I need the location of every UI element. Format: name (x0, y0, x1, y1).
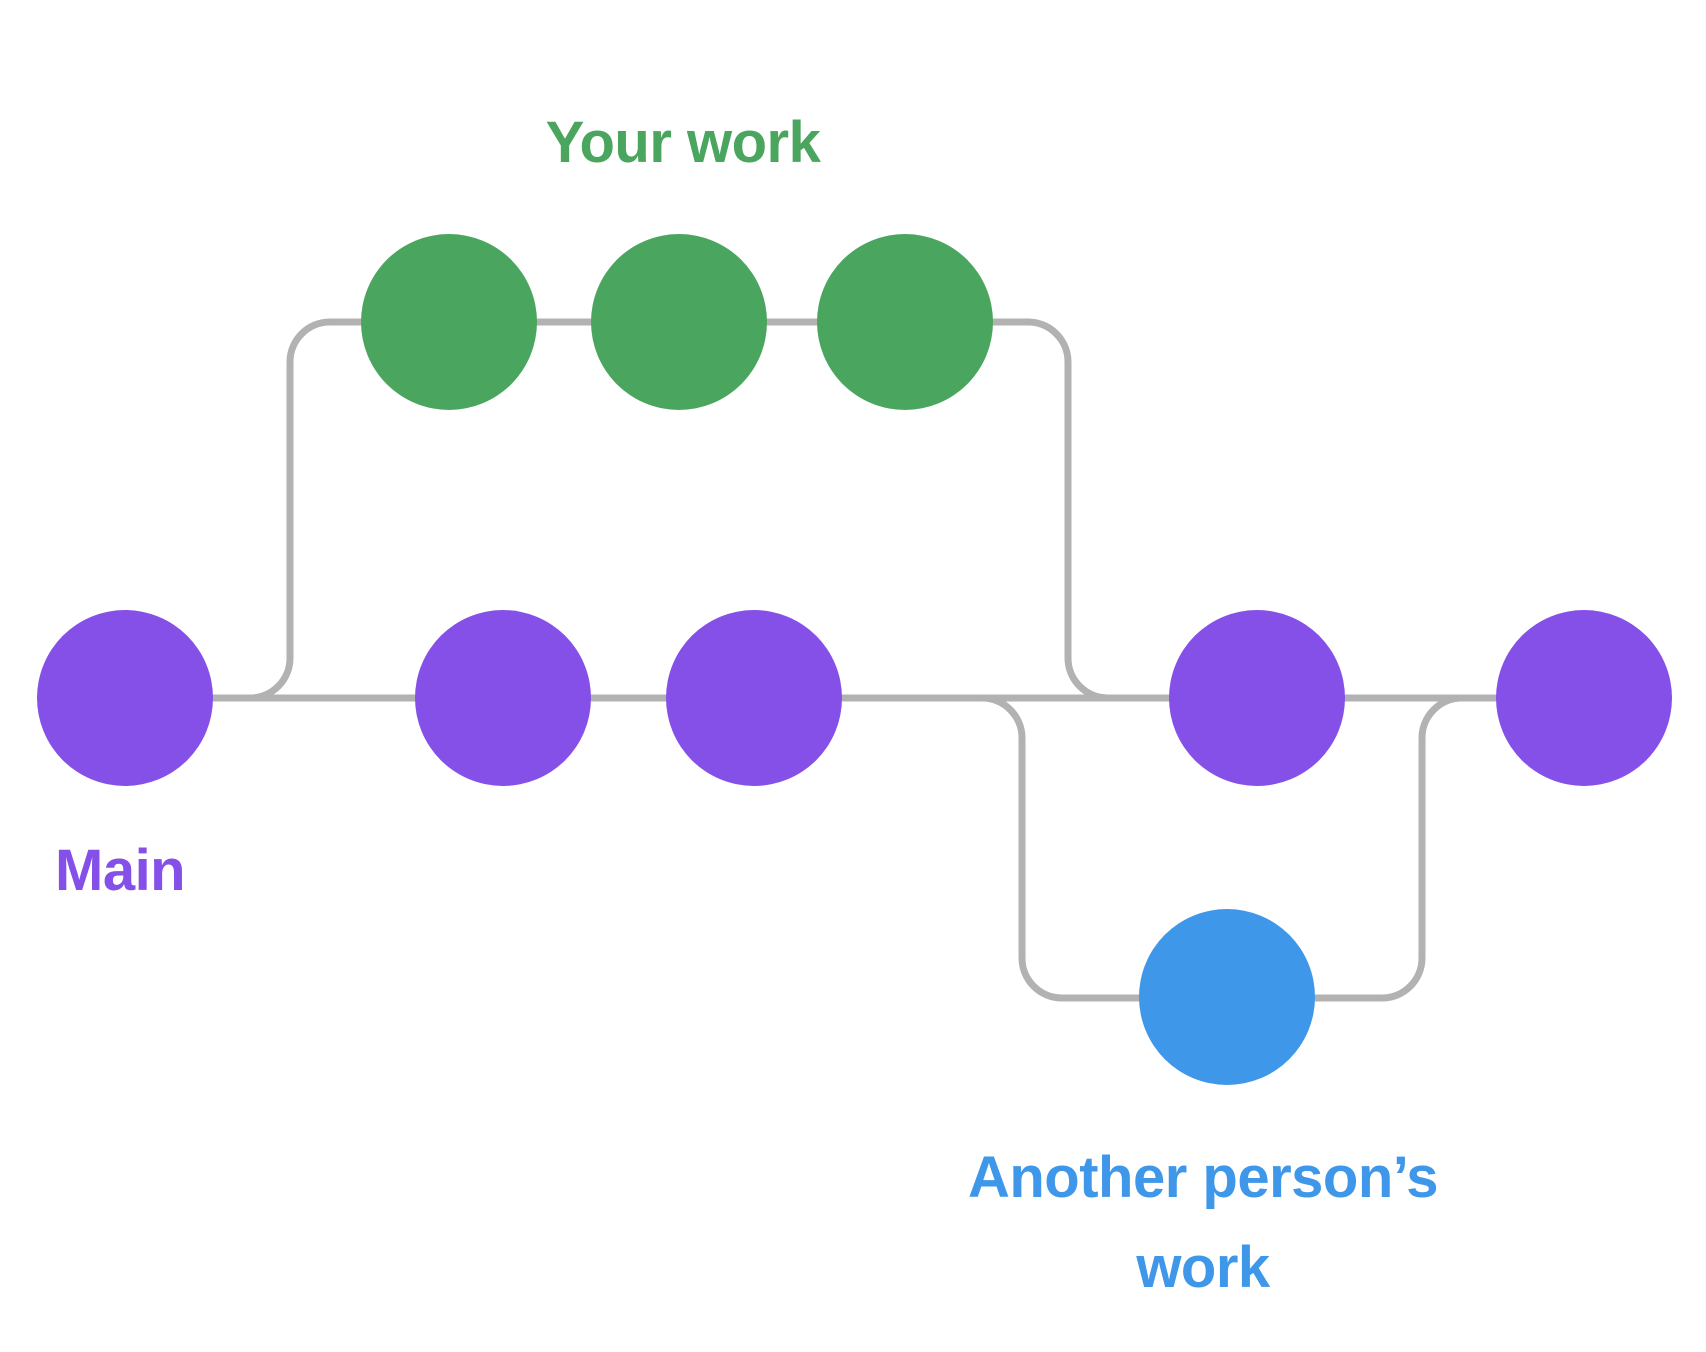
your-work-branch-line (228, 318, 1112, 702)
main-label: Main (55, 838, 185, 903)
your-work-commit-node (591, 234, 767, 410)
main-commit-node (666, 610, 842, 786)
main-commit-node (415, 610, 591, 786)
another-person-branch-line (936, 694, 1466, 1002)
your-work-label: Your work (546, 110, 822, 175)
another-person-label-line2: work (1135, 1235, 1271, 1300)
another-person-label-line1: Another person’s (968, 1145, 1438, 1210)
main-commit-node (1169, 610, 1345, 786)
your-work-commit-node (817, 234, 993, 410)
another-person-commit-node (1139, 909, 1315, 1085)
your-work-commit-node (361, 234, 537, 410)
main-commit-node (37, 610, 213, 786)
main-commit-node (1496, 610, 1672, 786)
